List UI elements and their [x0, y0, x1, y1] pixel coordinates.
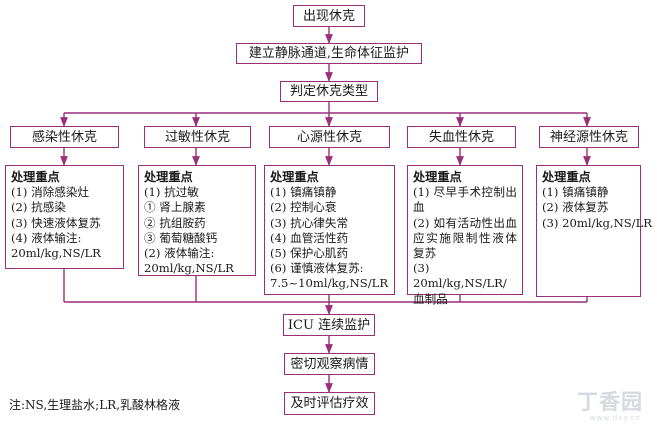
detail-line: ③ 葡萄糖酸钙 [144, 230, 218, 245]
detail-line: 20ml/kg,NS/LR [144, 261, 234, 276]
detail-line: (4) 血管活性药 [270, 230, 349, 245]
type-neurogenic-shock: 神经源性休克 [539, 126, 639, 148]
detail-heading: 处理重点 [144, 170, 193, 184]
type-hemorrhagic-shock: 失血性休克 [407, 126, 516, 148]
detail-line: (3) 20ml/kg,NS/LR/血制品 [413, 261, 507, 306]
detail-line: (2) 控制心衰 [270, 200, 337, 215]
detail-line: (6) 谨慎液体复苏: [270, 261, 364, 276]
detail-line: (1) 镇痛镇静 [270, 185, 337, 200]
detail-line: (2) 液体复苏 [542, 200, 609, 215]
watermark-logo: 丁香园 [577, 390, 643, 414]
detail-heading: 处理重点 [270, 170, 319, 184]
watermark-url: www.dxy.cn [590, 414, 641, 422]
detail-line: (2) 如有活动性出血应实施限制性液体复苏 [413, 215, 517, 261]
detail-line: (2) 液体输注: [144, 246, 215, 261]
detail-hemorrhagic-shock: 处理重点 (1) 尽早手术控制出血 (2) 如有活动性出血应实施限制性液体复苏 … [407, 165, 523, 306]
detail-line: (4) 液体输注: [11, 230, 82, 245]
detail-cardiogenic-shock: 处理重点 (1) 镇痛镇静 (2) 控制心衰 (3) 抗心律失常 (4) 血管活… [264, 165, 395, 295]
step-evaluate-efficacy: 及时评估疗效 [284, 392, 375, 415]
detail-line: (1) 镇痛镇静 [542, 185, 609, 200]
detail-line: (1) 抗过敏 [144, 185, 199, 200]
detail-neurogenic-shock: 处理重点 (1) 镇痛镇静 (2) 液体复苏 (3) 20ml/kg,NS/LR [536, 165, 653, 297]
detail-line: ② 抗组胺药 [144, 215, 206, 230]
detail-line: (3) 快速液体复苏 [11, 215, 101, 230]
detail-heading: 处理重点 [11, 170, 60, 184]
type-cardiogenic-shock: 心源性休克 [269, 126, 390, 148]
detail-line: (1) 尽早手术控制出血 [413, 185, 517, 215]
detail-line: (1) 消除感染灶 [11, 185, 90, 200]
detail-line: (2) 抗感染 [11, 200, 66, 215]
type-infectious-shock: 感染性休克 [10, 126, 119, 148]
detail-heading: 处理重点 [542, 170, 591, 184]
step-shock-occurs: 出现休克 [293, 5, 365, 27]
detail-infectious-shock: 处理重点 (1) 消除感染灶 (2) 抗感染 (3) 快速液体复苏 (4) 液体… [5, 165, 124, 269]
step-close-observation: 密切观察病情 [284, 353, 375, 375]
detail-heading: 处理重点 [413, 170, 462, 184]
detail-anaphylactic-shock: 处理重点 (1) 抗过敏 ① 肾上腺素 ② 抗组胺药 ③ 葡萄糖酸钙 (2) 液… [138, 165, 256, 276]
detail-line: 20ml/kg,NS/LR [11, 246, 101, 261]
step-determine-shock-type: 判定休克类型 [280, 81, 378, 102]
type-anaphylactic-shock: 过敏性休克 [144, 126, 251, 148]
detail-line: 7.5~10ml/kg,NS/LR [270, 276, 389, 291]
detail-line: (3) 20ml/kg,NS/LR [542, 215, 653, 230]
detail-line: ① 肾上腺素 [144, 200, 206, 215]
step-icu-monitoring: ICU 连续监护 [283, 314, 375, 336]
step-iv-access-monitoring: 建立静脉通道,生命体征监护 [236, 43, 422, 64]
detail-line: (5) 保护心肌药 [270, 246, 349, 261]
footnote: 注:NS,生理盐水;LR,乳酸林格液 [9, 398, 181, 412]
detail-line: (3) 抗心律失常 [270, 215, 349, 230]
